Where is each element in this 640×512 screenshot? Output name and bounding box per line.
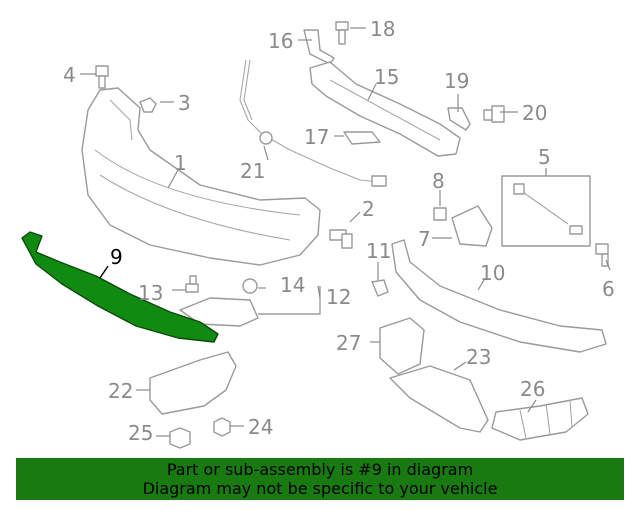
part-1-bumper-cover[interactable]	[81, 87, 321, 266]
part-27-bracket[interactable]	[379, 317, 425, 375]
callout-25: 25	[128, 421, 153, 445]
part-6-bolt[interactable]	[595, 243, 609, 267]
callout-9: 9	[110, 245, 123, 269]
part-16-bracket[interactable]	[303, 29, 335, 65]
part-18-bolt[interactable]	[335, 21, 349, 45]
callout-27: 27	[336, 331, 361, 355]
info-banner: Part or sub-assembly is #9 in diagram Di…	[16, 458, 624, 500]
callout-21: 21	[240, 159, 265, 183]
part-15-reinforcement[interactable]	[309, 61, 461, 157]
part-5-kit-box[interactable]	[501, 175, 591, 247]
callout-24: 24	[248, 415, 273, 439]
callout-22: 22	[108, 379, 133, 403]
banner-line-2: Diagram may not be specific to your vehi…	[142, 479, 498, 498]
part-20-bolt[interactable]	[483, 105, 505, 123]
callout-23: 23	[466, 345, 491, 369]
part-25-nut[interactable]	[169, 427, 191, 449]
callout-20: 20	[522, 101, 547, 125]
part-23-bracket[interactable]	[389, 365, 489, 433]
callout-18: 18	[370, 17, 395, 41]
callout-15: 15	[374, 65, 399, 89]
banner-line-1: Part or sub-assembly is #9 in diagram	[166, 460, 474, 479]
part-3-clip[interactable]	[139, 97, 157, 113]
callout-12: 12	[326, 285, 351, 309]
callout-26: 26	[520, 377, 545, 401]
part-11-clip[interactable]	[371, 279, 389, 297]
callout-4: 4	[63, 63, 76, 87]
callout-1: 1	[174, 151, 187, 175]
parts-diagram: 4 3 1 2 16 18 15 19 20 21 17 8 7 5 6 11 …	[21, 17, 615, 449]
callout-leaders	[80, 27, 611, 437]
callout-8: 8	[432, 169, 445, 193]
callout-11: 11	[366, 239, 391, 263]
part-24-nut[interactable]	[213, 417, 231, 437]
part-8-clip[interactable]	[433, 207, 447, 221]
callout-2: 2	[362, 197, 375, 221]
part-17-bracket[interactable]	[343, 131, 381, 145]
callout-3: 3	[178, 91, 191, 115]
callout-14: 14	[280, 273, 305, 297]
callout-16: 16	[268, 29, 293, 53]
part-21-wiring-harness[interactable]	[239, 59, 387, 187]
part-7-bracket[interactable]	[451, 205, 493, 247]
callout-5: 5	[538, 145, 551, 169]
callout-6: 6	[602, 277, 615, 301]
part-13-bolt[interactable]	[185, 275, 199, 293]
part-12-kit[interactable]	[179, 278, 259, 327]
callout-10: 10	[480, 261, 505, 285]
part-9-highlighted[interactable]	[21, 231, 219, 343]
part-22-shield[interactable]	[149, 351, 237, 415]
callout-labels: 4 3 1 2 16 18 15 19 20 21 17 8 7 5 6 11 …	[63, 17, 615, 445]
callout-17: 17	[304, 125, 329, 149]
callout-13: 13	[138, 281, 163, 305]
part-10-absorber[interactable]	[391, 239, 607, 353]
part-4-bolt[interactable]	[95, 65, 109, 89]
callout-19: 19	[444, 69, 469, 93]
part-2-bolt[interactable]	[329, 229, 353, 249]
callout-7: 7	[418, 227, 431, 251]
part-26-cover[interactable]	[491, 397, 589, 441]
part-19-bracket[interactable]	[447, 107, 471, 131]
